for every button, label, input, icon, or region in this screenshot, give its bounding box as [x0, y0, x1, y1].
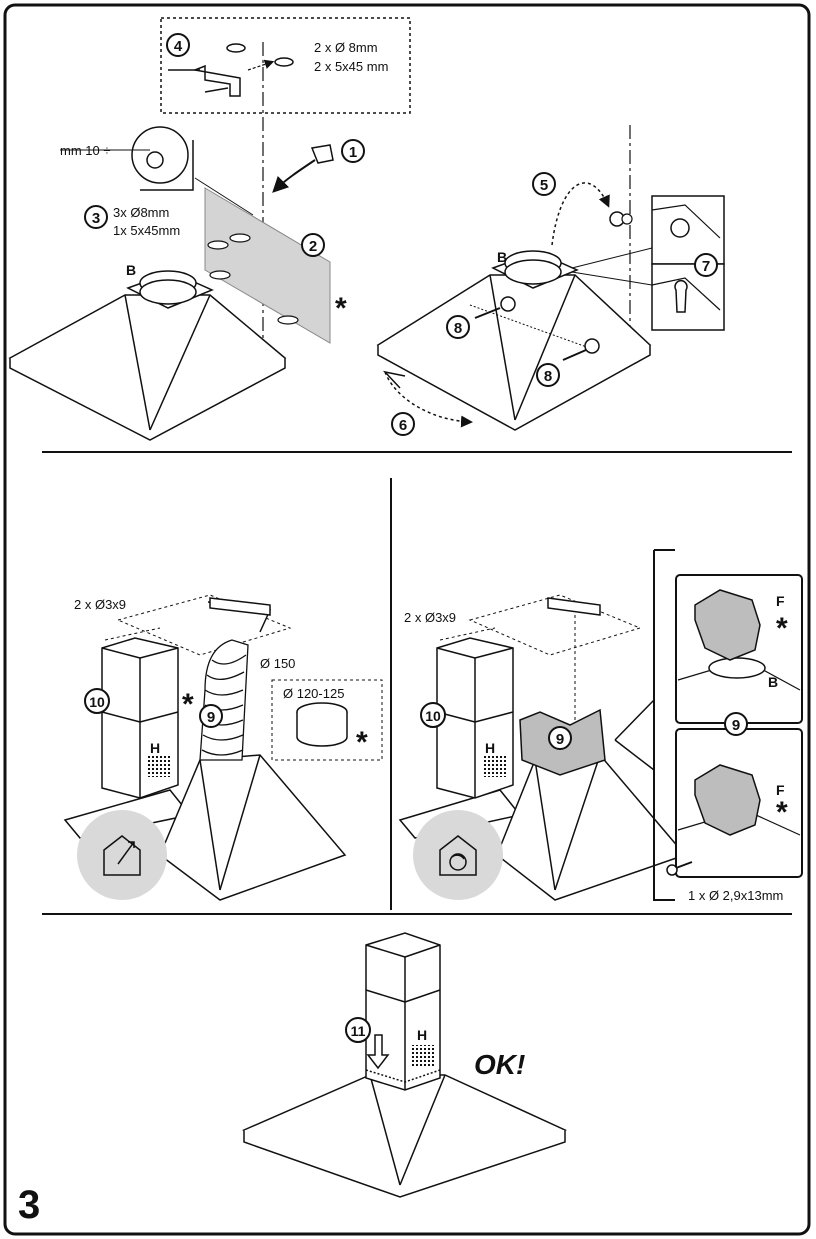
bracket-spec-1: 2 x Ø 8mm — [314, 40, 378, 55]
house-extract-icon — [103, 835, 141, 876]
step-9-badge-ducted: 9 — [199, 704, 223, 728]
svg-text:5: 5 — [540, 177, 548, 194]
step-2-badge: 2 — [301, 233, 325, 257]
svg-text:1: 1 — [349, 144, 357, 161]
label-h-left: H — [150, 740, 160, 756]
svg-text:6: 6 — [399, 417, 407, 434]
wall-plate — [204, 187, 331, 344]
detail-screw-label: 1 x Ø 2,9x13mm — [688, 888, 783, 903]
panel-wall-mounting — [8, 17, 411, 441]
svg-text:8: 8 — [544, 368, 552, 385]
bracket-detail-box — [160, 17, 411, 114]
offset-label: mm 10 ÷ — [60, 143, 110, 158]
svg-text:2: 2 — [309, 238, 317, 255]
ok-label: OK! — [474, 1049, 525, 1080]
svg-text:10: 10 — [89, 694, 105, 710]
step-9-badge-detail: 9 — [724, 712, 748, 736]
chimney-recirculating — [436, 637, 514, 799]
hood-left — [8, 270, 287, 441]
svg-text:7: 7 — [702, 258, 710, 275]
svg-text:9: 9 — [556, 731, 564, 748]
label-f-bottom: F — [776, 782, 785, 798]
svg-text:9: 9 — [732, 717, 740, 734]
optional-mark-duct: * — [182, 688, 194, 721]
step-4-badge: 4 — [166, 33, 190, 57]
step-8-badge-upper: 8 — [446, 315, 470, 339]
chimney-ducted — [101, 637, 179, 799]
step-11-badge: 11 — [345, 1017, 371, 1043]
panel-hood-hanging — [376, 125, 725, 431]
step-7-badge: 7 — [694, 253, 718, 277]
hood-spec-1: 3x Ø8mm — [113, 205, 169, 220]
optional-mark-top: * — [335, 292, 347, 325]
wall-bracket — [168, 43, 294, 97]
optional-mark-adapter: * — [356, 726, 368, 759]
svg-text:8: 8 — [454, 320, 462, 337]
step-3-badge: 3 — [84, 205, 108, 229]
flexible-duct — [199, 639, 249, 761]
hood-ducted — [159, 754, 347, 901]
panel-ducted-version — [63, 594, 383, 901]
optional-mark-filter-top: * — [776, 612, 788, 645]
svg-text:4: 4 — [174, 38, 183, 55]
page-frame — [3, 3, 811, 1236]
adapter-diameter-label: Ø 120-125 — [283, 686, 344, 701]
hood-spec-2: 1x 5x45mm — [113, 223, 180, 238]
svg-text:10: 10 — [425, 708, 441, 724]
step-9-badge-filter: 9 — [548, 726, 572, 750]
label-h-final: H — [417, 1027, 427, 1043]
svg-text:3: 3 — [92, 210, 100, 227]
panel-chimney-final — [241, 932, 568, 1198]
optional-mark-filter-bottom: * — [776, 796, 788, 829]
label-b-top-left: B — [126, 262, 136, 278]
bracket-spec-2: 2 x 5x45 mm — [314, 59, 388, 74]
label-b-detail: B — [768, 674, 778, 690]
step-5-badge: 5 — [532, 172, 556, 196]
page-number: 3 — [18, 1183, 40, 1227]
step-10-badge-ducted: 10 — [84, 688, 110, 714]
svg-text:9: 9 — [207, 709, 215, 726]
screws-right-label: 2 x Ø3x9 — [404, 610, 456, 625]
label-h-right: H — [485, 740, 495, 756]
svg-text:11: 11 — [351, 1023, 366, 1039]
house-recirculate-icon — [439, 835, 477, 876]
step-1-badge: 1 — [341, 139, 365, 163]
hood-right — [376, 250, 652, 431]
adapter-detail-box — [271, 679, 383, 761]
hood-recirculating — [496, 754, 687, 901]
duct-diameter-label: Ø 150 — [260, 656, 295, 671]
step-6-badge: 6 — [391, 412, 415, 436]
mains-plug — [310, 144, 334, 164]
ducted-mode-icon-bg — [77, 810, 167, 900]
step-10-badge-recirc: 10 — [420, 702, 446, 728]
label-f-top: F — [776, 593, 785, 609]
screws-left-label: 2 x Ø3x9 — [74, 597, 126, 612]
step-8-badge-lower: 8 — [536, 363, 560, 387]
panel-recirculating-version — [398, 549, 803, 901]
label-b-top-right: B — [497, 249, 507, 265]
